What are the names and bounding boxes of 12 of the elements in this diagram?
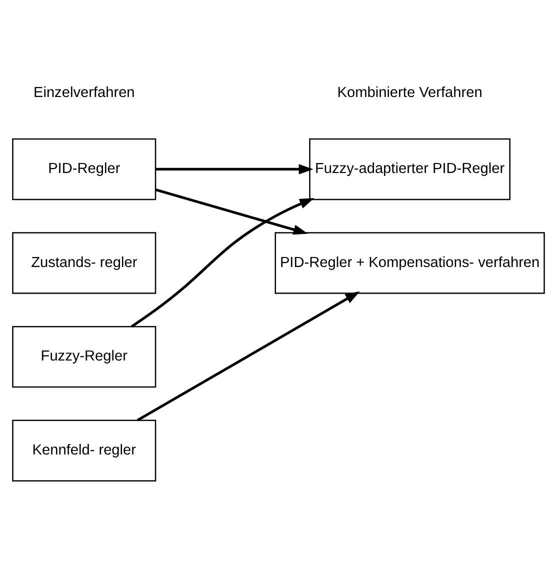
node-box: Zustands- regler: [12, 232, 156, 294]
node-box: Fuzzy-adaptierter PID-Regler: [309, 138, 510, 200]
label: Einzelverfahren: [33, 84, 135, 101]
node-box: Fuzzy-Regler: [12, 325, 156, 388]
arrow: [156, 164, 314, 174]
arrow: [155, 188, 308, 234]
arrow: [136, 290, 360, 421]
label: Kombinierte Verfahren: [337, 84, 482, 101]
node-box: PID-Regler + Kompensations- verfahren: [274, 232, 545, 294]
arrow: [130, 198, 314, 328]
node-box: Kennfeld- regler: [12, 419, 156, 481]
node-box: PID-Regler: [12, 138, 156, 200]
